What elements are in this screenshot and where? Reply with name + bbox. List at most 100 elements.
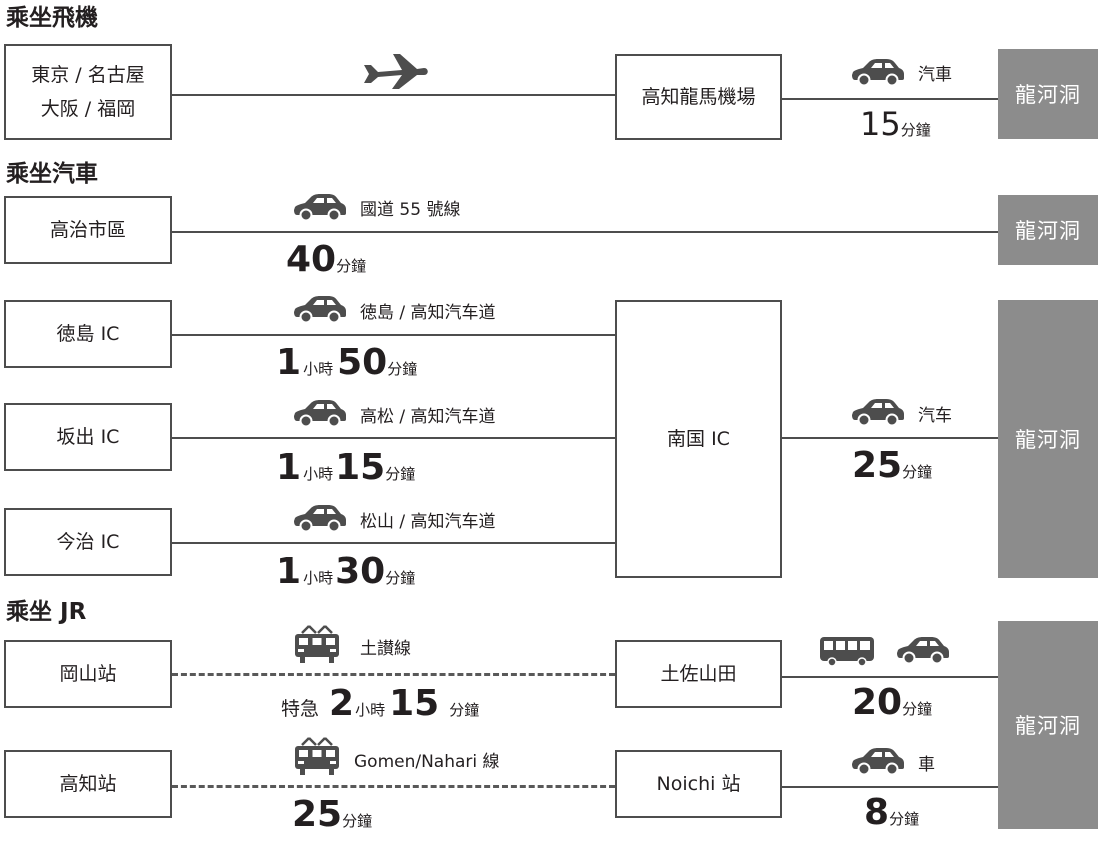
origin-label: 高治市區: [49, 219, 126, 241]
car-icon: [292, 504, 348, 534]
time-unit: 分鐘: [385, 569, 416, 587]
station-label: 土佐山田: [660, 663, 737, 685]
time-unit: 小時: [303, 465, 334, 483]
time-unit: 分鐘: [387, 360, 418, 378]
time-hours: 2: [329, 683, 355, 724]
origin-label: 坂出 IC: [56, 426, 120, 448]
train-icon: [292, 625, 342, 665]
airport-label: 高知龍馬機場: [641, 86, 756, 108]
time-unit: 小時: [303, 569, 334, 587]
travel-time: 15分鐘: [860, 104, 931, 150]
route-line: [782, 437, 998, 439]
bus-icon: [820, 637, 874, 667]
time-value: 25: [852, 445, 903, 486]
destination-box: 龍河洞: [998, 300, 1098, 578]
route-label: 松山 / 高知汽车道: [360, 512, 496, 532]
route-label: 高松 / 高知汽车道: [360, 407, 496, 427]
time-unit: 小時: [303, 360, 334, 378]
time-value: 40: [286, 239, 337, 280]
car-icon: [292, 295, 348, 325]
time-minutes: 30: [335, 551, 386, 592]
origin-label: 高知站: [59, 773, 117, 795]
origin-box-sakaide: 坂出 IC: [4, 403, 172, 471]
time-hours: 1: [276, 342, 302, 383]
junction-box: 南国 IC: [615, 300, 782, 578]
station-box-noichi: Noichi 站: [615, 750, 782, 818]
route-line: [782, 786, 998, 788]
origin-box-tokushima: 徳島 IC: [4, 300, 172, 368]
time-minutes: 25: [292, 794, 343, 835]
time-value: 8: [864, 792, 890, 833]
time-unit: 分鐘: [902, 700, 933, 718]
line-label: 土讃線: [360, 639, 411, 659]
section-heading-jr: 乘坐 JR: [6, 599, 87, 625]
origin-box-imabari: 今治 IC: [4, 508, 172, 576]
section-heading-plane: 乘坐飛機: [6, 5, 98, 31]
travel-time: 40分鐘: [286, 240, 366, 286]
rail-line: [172, 673, 615, 676]
destination-box: 龍河洞: [998, 621, 1098, 829]
station-box-tosayamada: 土佐山田: [615, 640, 782, 708]
origin-label: 今治 IC: [56, 531, 120, 553]
route-line: [172, 231, 998, 233]
time-unit: 分鐘: [385, 465, 416, 483]
origin-label: 大阪 / 福岡: [40, 98, 136, 120]
line-label: Gomen/Nahari 線: [354, 752, 500, 772]
time-value: 15: [860, 105, 901, 143]
origin-label: 東京 / 名古屋: [31, 64, 145, 86]
travel-time: 25分鐘: [852, 446, 932, 492]
route-line: [172, 437, 615, 439]
origin-label: 岡山站: [59, 663, 117, 685]
origin-box-city: 高治市區: [4, 196, 172, 264]
destination-box: 龍河洞: [998, 195, 1098, 265]
destination-box: 龍河洞: [998, 49, 1098, 139]
travel-time: 20分鐘: [852, 683, 932, 729]
airplane-icon: [364, 54, 428, 89]
train-type-label: 特急: [281, 698, 320, 720]
rail-line: [172, 785, 615, 788]
route-line: [172, 334, 615, 336]
time-value: 20: [852, 682, 903, 723]
time-unit: 小時: [355, 701, 386, 719]
mode-label: 汽車: [918, 65, 952, 85]
route-line: [172, 542, 615, 544]
time-unit: 分鐘: [900, 121, 931, 139]
time-minutes: 15: [389, 683, 440, 724]
origin-box-okayama: 岡山站: [4, 640, 172, 708]
route-line: [172, 94, 615, 96]
time-minutes: 15: [335, 447, 386, 488]
route-label: 徳島 / 高知汽车道: [360, 303, 496, 323]
car-icon: [850, 747, 906, 777]
car-icon: [292, 399, 348, 429]
time-hours: 1: [276, 551, 302, 592]
airport-box: 高知龍馬機場: [615, 54, 782, 140]
time-unit: 分鐘: [336, 257, 367, 275]
car-icon: [292, 193, 348, 223]
time-unit: 分鐘: [342, 812, 373, 830]
time-unit: 分鐘: [902, 463, 933, 481]
route-label: 國道 55 號線: [360, 200, 461, 220]
car-icon: [850, 398, 906, 428]
route-line: [782, 98, 998, 100]
origin-label: 徳島 IC: [56, 323, 120, 345]
car-icon: [850, 58, 906, 88]
travel-time: 8分鐘: [864, 793, 919, 839]
time-hours: 1: [276, 447, 302, 488]
time-unit: 分鐘: [449, 701, 480, 719]
car-icon: [895, 636, 951, 666]
time-minutes: 50: [337, 342, 388, 383]
mode-label: 車: [918, 755, 935, 775]
route-line: [782, 676, 998, 678]
junction-label: 南国 IC: [667, 428, 730, 450]
train-icon: [292, 737, 342, 777]
station-label: Noichi 站: [656, 773, 741, 795]
time-unit: 分鐘: [889, 810, 920, 828]
travel-time: 25分鐘: [292, 795, 372, 841]
section-heading-car: 乘坐汽車: [6, 161, 98, 187]
mode-label: 汽车: [918, 406, 952, 426]
origin-box-plane: 東京 / 名古屋 大阪 / 福岡: [4, 44, 172, 140]
